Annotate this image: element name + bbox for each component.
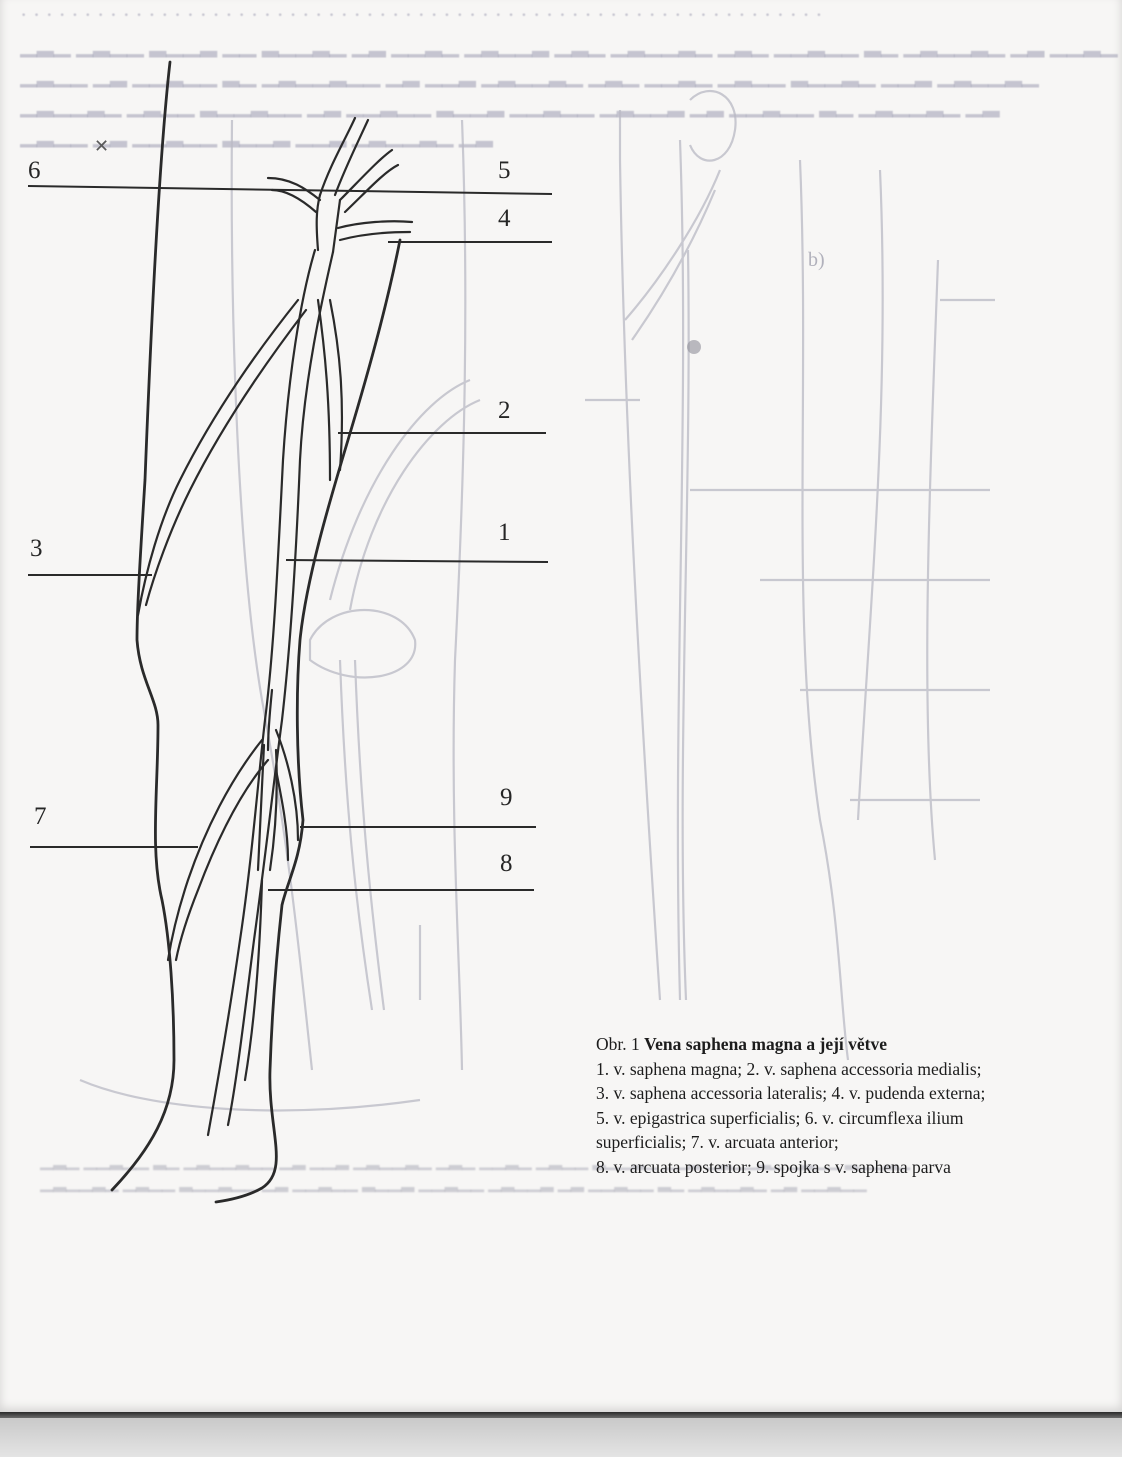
leg-outline: [112, 62, 400, 1202]
label-1: 1: [498, 520, 511, 545]
small-cross-mark: ✕: [94, 136, 109, 157]
caption-line: 8. v. arcuata posterior; 9. spojka s v. …: [596, 1155, 1096, 1180]
label-6: 6: [28, 158, 41, 183]
vein-epigastrica-superficialis: [320, 118, 355, 195]
caption-line: 1. v. saphena magna; 2. v. saphena acces…: [596, 1057, 1096, 1082]
label-8: 8: [500, 851, 513, 876]
label-9: 9: [500, 785, 513, 810]
caption-title-line: Obr. 1 Vena saphena magna a její větve: [596, 1032, 1096, 1057]
caption-title: Vena saphena magna a její větve: [644, 1034, 887, 1054]
vein-accessoria-medialis: [318, 300, 330, 480]
caption-prefix: Obr. 1: [596, 1034, 640, 1054]
caption-line: 5. v. epigastrica superficialis; 6. v. c…: [596, 1106, 1096, 1131]
label-3: 3: [30, 536, 43, 561]
ghost-dot: [687, 340, 701, 354]
leader-line-1: [286, 560, 548, 562]
label-7: 7: [34, 804, 47, 829]
scanned-page: · · · · · · · · · · · · · · · · · · · · …: [0, 0, 1122, 1415]
figure-caption: Obr. 1 Vena saphena magna a její větve 1…: [596, 1032, 1096, 1179]
caption-line: 3. v. saphena accessoria lateralis; 4. v…: [596, 1081, 1096, 1106]
leader-lines: [28, 186, 552, 890]
ghost-label-b: b): [808, 250, 825, 270]
caption-line: superficialis; 7. v. arcuata anterior;: [596, 1130, 1096, 1155]
leader-line-6: [28, 186, 552, 194]
vena-saphena-diagram: ✕: [0, 0, 1122, 1415]
vein-arcuata-posterior: [245, 880, 262, 1080]
label-4: 4: [498, 206, 511, 231]
scanner-bed: [0, 1418, 1122, 1457]
ghost-leg-drawing: [80, 91, 995, 1110]
lateral-contour: [112, 62, 174, 1190]
label-2: 2: [498, 398, 511, 423]
vein-accessoria-lateralis: [138, 300, 298, 615]
vein-pudenda-externa: [338, 221, 412, 228]
label-5: 5: [498, 158, 511, 183]
